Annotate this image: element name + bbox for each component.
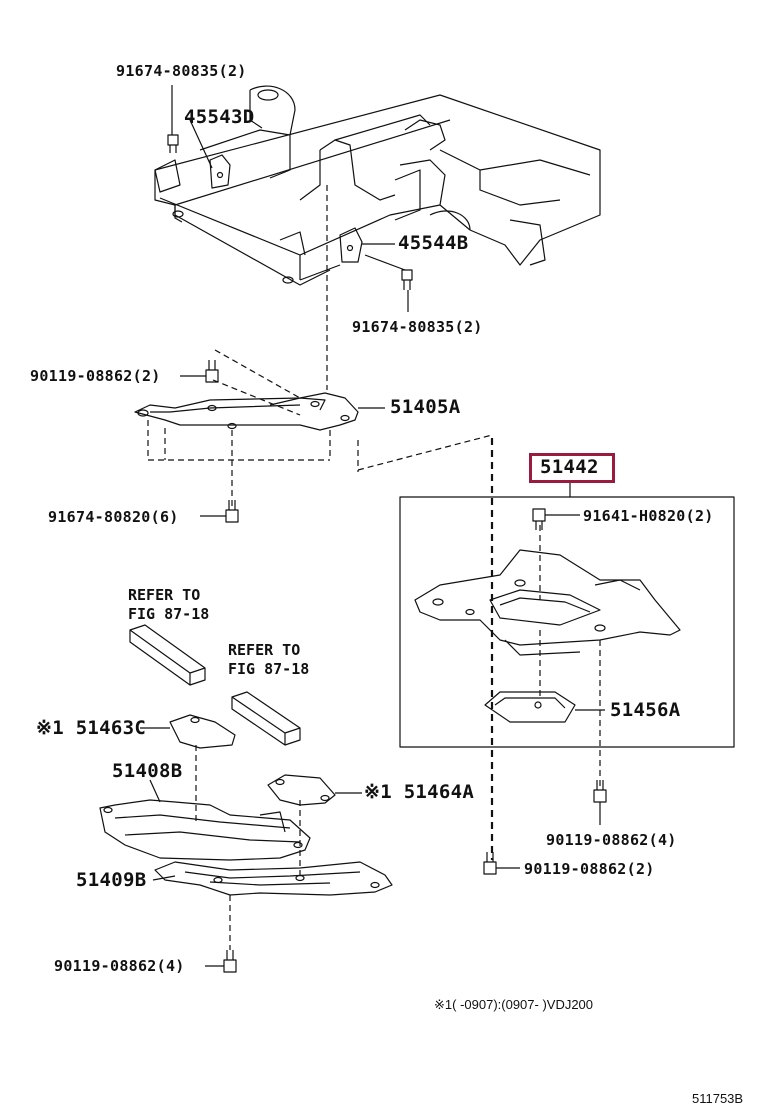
assy-highlight-box (529, 453, 615, 483)
label-cover-small-right: ※1 51464A (364, 781, 475, 803)
cover-center-drawing (484, 691, 576, 723)
cover-small-right-drawing (267, 774, 336, 806)
label-refer-2-line1: REFER TO (228, 641, 301, 659)
label-bolt-assy: 91641-H0820(2) (583, 507, 714, 525)
label-bracket-right: 45544B (398, 232, 469, 254)
label-bolt-top-right: 91674-80835(2) (352, 318, 483, 336)
label-bolt-upper-shield: 90119-08862(2) (30, 367, 161, 385)
shield-mid-drawing (99, 799, 311, 861)
label-refer-2-line2: FIG 87-18 (228, 660, 310, 678)
shield-assy-drawing (414, 549, 681, 656)
frame-drawing (154, 85, 601, 290)
label-shield-mid: 51408B (112, 760, 183, 782)
label-bolt-bottom: 90119-08862(4) (54, 957, 185, 975)
shield-front-drawing (134, 392, 359, 431)
label-cover-small-left: ※1 51463C (36, 717, 147, 739)
footnote: ※1( -0907):(0907- )VDJ200 (434, 997, 594, 1012)
label-cover-center: 51456A (610, 699, 681, 721)
refer-block-2 (231, 691, 301, 746)
shield-low-drawing (154, 861, 393, 896)
bolt-upper-drawing (205, 360, 219, 383)
label-assy-main: 51442 (540, 456, 599, 478)
label-shield-front: 51405A (390, 396, 461, 418)
bolt-assy-drawing (532, 508, 546, 530)
label-bolt-top-left: 91674-80835(2) (116, 62, 247, 80)
bolt-front-drawing (225, 500, 239, 523)
label-shield-low: 51409B (76, 869, 147, 891)
cover-small-left-drawing (169, 714, 236, 749)
label-bolt-center-lower: 90119-08862(2) (524, 860, 655, 878)
bolt-bottom-drawing (223, 950, 237, 973)
assembly-frame (399, 496, 735, 748)
label-bolt-front-shield: 91674-80820(6) (48, 508, 179, 526)
label-refer-1-line1: REFER TO (128, 586, 201, 604)
frame-leaders (171, 85, 409, 312)
drawing-id: 511753B (692, 1091, 744, 1106)
label-bracket-left: 45543D (184, 106, 255, 128)
refer-block-1 (129, 624, 206, 686)
bolt-center-lower-drawing (483, 852, 497, 875)
label-bolt-right-lower: 90119-08862(4) (546, 831, 677, 849)
dashed-guides (147, 185, 601, 950)
label-refer-1-line2: FIG 87-18 (128, 605, 210, 623)
bolt-right-lower-drawing (593, 780, 607, 803)
